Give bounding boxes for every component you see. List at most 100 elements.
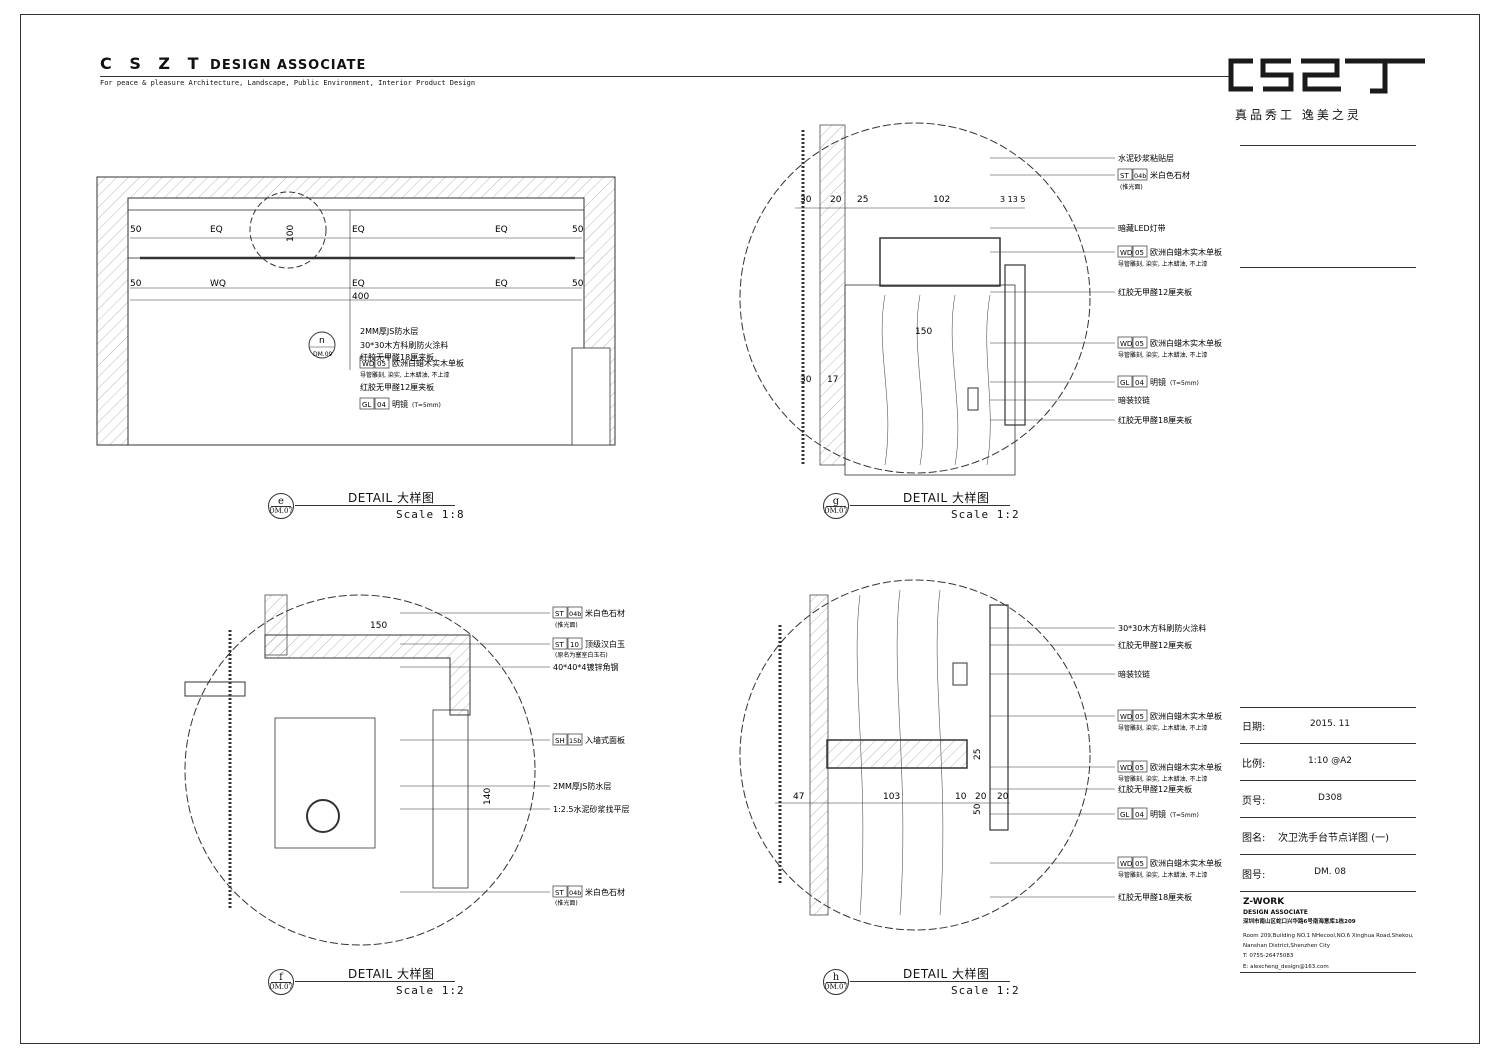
detail-g-title: DETAIL 大样图: [903, 491, 990, 505]
note: 红胶无甲醛12厘夹板: [1118, 784, 1192, 794]
tb-rule: [1240, 972, 1416, 973]
tag: WD: [1120, 860, 1132, 868]
tb-rule: [1240, 854, 1416, 855]
note: 欧洲白蜡木实木单板: [1150, 338, 1222, 348]
note: 红胶无甲醛12厘夹板: [1118, 287, 1192, 297]
note: 红胶无甲醛12厘夹板: [1118, 640, 1192, 650]
note: 水泥砂浆粘贴层: [1118, 153, 1174, 163]
dim: 10: [955, 792, 967, 802]
firm-address-cn: 深圳市南山区蛇口兴华路6号南海意库1栋209: [1243, 919, 1356, 925]
note: 欧洲白蜡木实木单板: [1150, 762, 1222, 772]
dim-eq: EQ: [352, 279, 365, 289]
note: 欧洲白蜡木实木单板: [1150, 247, 1222, 257]
note-waterproof: 2MM厚JS防水层: [360, 326, 418, 336]
firm-name: Z-WORK: [1243, 897, 1285, 907]
dim: 25: [857, 195, 868, 205]
page-label: 页号:: [1242, 796, 1266, 807]
header-rule: [100, 76, 1230, 77]
detail-e-title: DETAIL 大样图: [348, 491, 435, 505]
anchor-bolt: [184, 681, 246, 697]
note: 红胶无甲醛18厘夹板: [1118, 892, 1192, 902]
opening: [127, 197, 585, 446]
tag: ST: [555, 889, 564, 897]
drawing-value: DM. 08: [1314, 867, 1346, 877]
tb-rule: [1240, 743, 1416, 744]
firm-sub: DESIGN ASSOCIATE: [1243, 909, 1308, 916]
note: (T=5mm): [1170, 380, 1199, 387]
note-timber: 30*30木方科刷防火涂料: [360, 340, 448, 350]
detail-e-bubble: e DM.07: [268, 493, 294, 519]
note: 欧洲白蜡木实木单板: [1150, 858, 1222, 868]
note: 导管雕刻, 染实, 上木蜡油, 不上漆: [1118, 775, 1207, 783]
note: (推光面): [555, 621, 578, 629]
firm-tel: T: 0755-26475083: [1243, 953, 1294, 959]
tag: 04b: [569, 610, 581, 618]
title-rule: [295, 505, 455, 506]
detail-e-drawing: EQ EQ EQ 50 50 WQ EQ EQ 50 50 400 100 n …: [96, 176, 616, 446]
detail-h-bubble: h DM.07: [823, 969, 849, 995]
tag: 04: [1135, 811, 1144, 819]
detail-f-sheet: DM.07: [269, 983, 293, 991]
note: 40*40*4镀锌角钢: [553, 662, 618, 672]
dim: 47: [793, 792, 804, 802]
tag-05: [374, 356, 390, 369]
side-cabinet: [571, 347, 611, 446]
detail-e-sheet: DM.07: [269, 507, 293, 515]
note-finish: 导管雕刻, 染实, 上木蜡油, 不上漆: [360, 371, 449, 379]
firm-address-en1: Room 209,Building NO.1 NHecool,NO.6 Xing…: [1243, 933, 1414, 939]
tag: ST: [1120, 172, 1129, 180]
dim: 30: [800, 195, 812, 205]
dim-50: 50: [572, 279, 584, 289]
tag: GL: [1120, 811, 1129, 819]
led-housing: [879, 237, 1001, 287]
tb-rule: [1240, 817, 1416, 818]
note: 欧洲白蜡木实木单板: [1150, 711, 1222, 721]
dim-eq: EQ: [495, 225, 508, 235]
dim-wq: WQ: [210, 279, 226, 289]
detail-h-notes: 30*30木方科刷防火涂料 红胶无甲醛12厘夹板 暗装铰链 WD 05 欧洲白蜡…: [990, 623, 1222, 902]
tag: SH: [555, 737, 565, 745]
dim: 50: [973, 803, 983, 815]
dim: 25: [973, 749, 983, 760]
countertop: [264, 634, 471, 716]
tag-wd-text: WD: [362, 360, 374, 368]
tag: WD: [1120, 340, 1132, 348]
brand-suffix: DESIGN ASSOCIATE: [210, 58, 367, 73]
tb-rule: [1240, 780, 1416, 781]
tag: ST: [555, 641, 564, 649]
detail-f-title: DETAIL 大样图: [348, 967, 435, 981]
detail-g-bubble: g DM.07: [823, 493, 849, 519]
note: 红胶无甲醛18厘夹板: [1118, 415, 1192, 425]
title-rule: [850, 981, 1010, 982]
detail-f-notes: ST 04b 米白色石材 (推光面) ST 10 顶级汉白玉 (原名为塞室白玉石…: [400, 606, 630, 907]
note: (原名为塞室白玉石): [555, 651, 608, 659]
wood-grain: [881, 294, 991, 466]
rule: [1240, 145, 1416, 146]
tb-rule: [1240, 707, 1416, 708]
detail-f-scale: Scale 1:2: [396, 984, 465, 997]
cszt-logo: [1228, 58, 1425, 94]
tb-rule: [1240, 891, 1416, 892]
tag: 05: [1135, 764, 1144, 772]
date-label: 日期:: [1242, 722, 1266, 733]
glass-shelf: [826, 739, 968, 769]
tag-04: [374, 397, 390, 410]
dim-50: 50: [130, 279, 142, 289]
logo-t: [1345, 58, 1425, 94]
tag: WD: [1120, 764, 1132, 772]
detail-f-circle: [184, 594, 536, 946]
tag-wd: [359, 356, 375, 369]
drawing-border: [20, 14, 1480, 1044]
dim: 17: [827, 375, 838, 385]
rule: [1240, 267, 1416, 268]
dim-50: 50: [572, 225, 584, 235]
dim-eq: EQ: [352, 225, 365, 235]
wood-grain: [856, 589, 944, 916]
dim-eq: EQ: [495, 279, 508, 289]
dim: 20: [975, 792, 987, 802]
note: 暗藏LED灯带: [1118, 223, 1166, 233]
tag: 05: [1135, 713, 1144, 721]
motto: 真品秀工 逸美之灵: [1235, 108, 1362, 122]
drawing-label: 图号:: [1242, 870, 1266, 881]
dim-400: 400: [352, 292, 369, 302]
